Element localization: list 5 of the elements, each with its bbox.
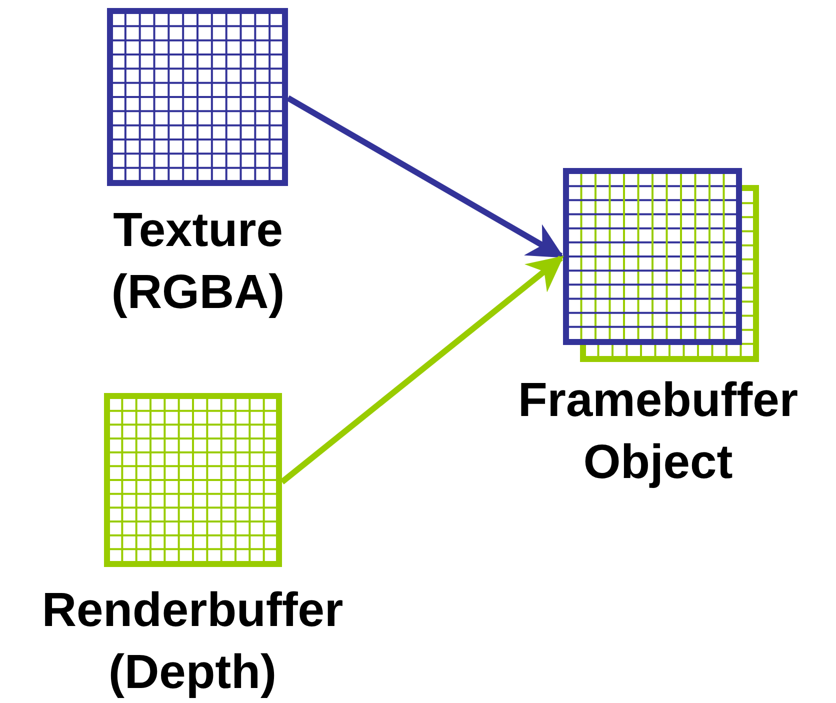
node-label: Renderbuffer (Depth) <box>40 583 344 701</box>
node-label: Framebuffer Object <box>516 373 800 491</box>
arrow <box>280 256 564 484</box>
node-label: Texture (RGBA) <box>110 203 286 321</box>
arrow <box>286 95 564 259</box>
